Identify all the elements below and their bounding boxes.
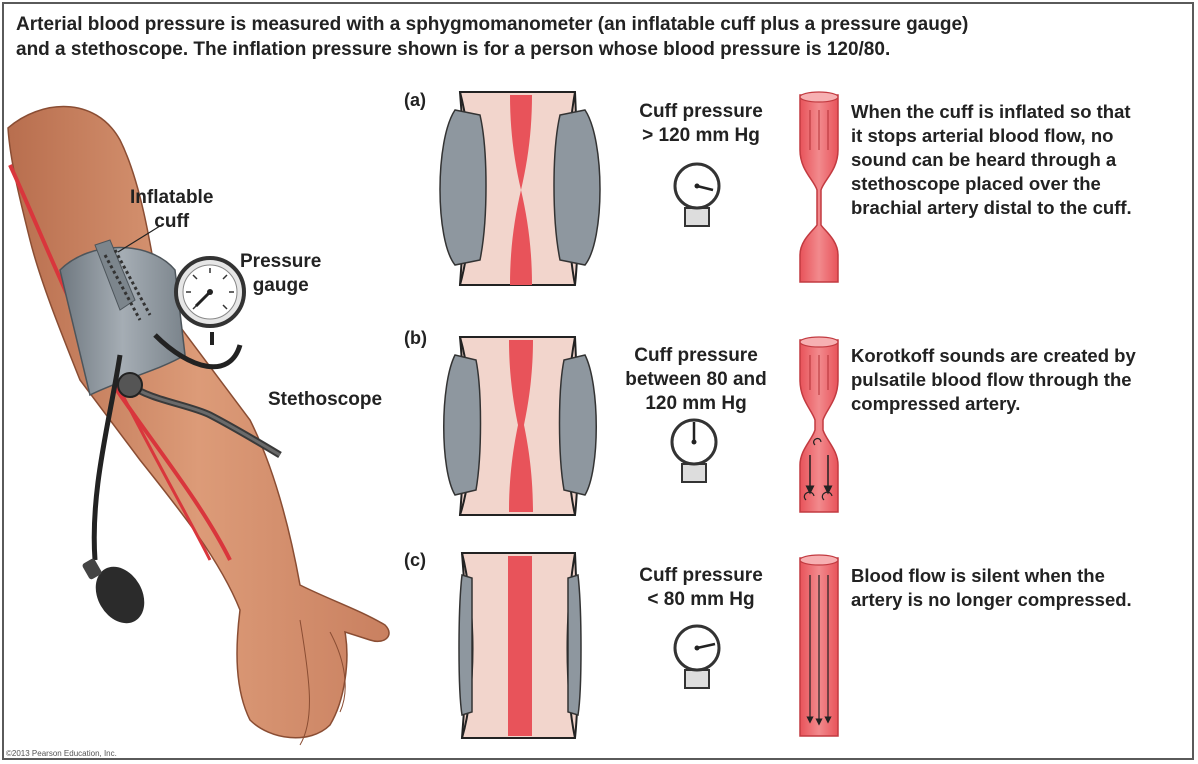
panel-a-desc-line2: it stops arterial blood flow, no <box>851 124 1191 148</box>
arm-pressure-gauge <box>176 258 244 326</box>
label-gauge-line2: gauge <box>240 274 321 298</box>
gauge-b <box>672 420 716 482</box>
panel-b-cuff-pressure: Cuff pressure between 80 and 120 mm Hg <box>606 344 786 416</box>
panel-a-cross-section <box>440 92 600 285</box>
artery-tube-b <box>800 337 838 512</box>
panel-c-cross-section <box>459 553 581 738</box>
panel-c-cuff-line2: < 80 mm Hg <box>616 588 786 612</box>
panel-b-letter: (b) <box>404 328 427 349</box>
panel-c-cuff-line1: Cuff pressure <box>616 564 786 588</box>
label-inflatable-cuff: Inflatable cuff <box>130 186 213 234</box>
panel-b-cuff-line2: between 80 and <box>606 368 786 392</box>
panel-a-desc-line4: stethoscope placed over the <box>851 172 1191 196</box>
panel-b-description: Korotkoff sounds are created by pulsatil… <box>851 344 1191 416</box>
panel-a-cuff-line1: Cuff pressure <box>616 100 786 124</box>
panel-b-desc-line3: compressed artery. <box>851 392 1191 416</box>
label-cuff-line1: Inflatable <box>130 186 213 210</box>
artery-uncompressed <box>508 556 532 736</box>
artery-tube-a <box>800 92 838 282</box>
cuff-right-c <box>568 575 581 715</box>
panel-b-desc-line1: Korotkoff sounds are created by <box>851 344 1191 368</box>
cuff-left-c <box>459 575 472 715</box>
cuff-right-b <box>560 355 597 495</box>
panel-a-desc-line1: When the cuff is inflated so that <box>851 100 1191 124</box>
cuff-right-a <box>554 110 600 265</box>
copyright-notice: ©2013 Pearson Education, Inc. <box>6 749 117 758</box>
gauge-a <box>675 164 719 226</box>
panel-c-letter: (c) <box>404 550 426 571</box>
gauge-c <box>675 626 719 688</box>
panel-c-description: Blood flow is silent when the artery is … <box>851 564 1191 612</box>
panel-c-desc-line2: artery is no longer compressed. <box>851 588 1191 612</box>
cuff-left-a <box>440 110 486 265</box>
panel-a-desc-line5: brachial artery distal to the cuff. <box>851 196 1191 220</box>
panel-c-cuff-pressure: Cuff pressure < 80 mm Hg <box>616 564 786 612</box>
panel-a-cuff-pressure: Cuff pressure > 120 mm Hg <box>616 100 786 148</box>
label-gauge-line1: Pressure <box>240 250 321 274</box>
label-stethoscope: Stethoscope <box>268 388 382 412</box>
artery-tube-c <box>800 555 838 736</box>
label-cuff-line2: cuff <box>130 210 213 234</box>
panel-a-description: When the cuff is inflated so that it sto… <box>851 100 1191 220</box>
stethoscope-head <box>118 373 142 397</box>
panel-a-letter: (a) <box>404 90 426 111</box>
label-pressure-gauge: Pressure gauge <box>240 250 321 298</box>
panel-c-desc-line1: Blood flow is silent when the <box>851 564 1191 588</box>
cuff-left-b <box>444 355 481 495</box>
panel-a-cuff-line2: > 120 mm Hg <box>616 124 786 148</box>
panel-b-desc-line2: pulsatile blood flow through the <box>851 368 1191 392</box>
panel-b-cuff-line1: Cuff pressure <box>606 344 786 368</box>
panel-b-cuff-line3: 120 mm Hg <box>606 392 786 416</box>
panel-b-cross-section <box>444 337 597 515</box>
panel-a-desc-line3: sound can be heard through a <box>851 148 1191 172</box>
